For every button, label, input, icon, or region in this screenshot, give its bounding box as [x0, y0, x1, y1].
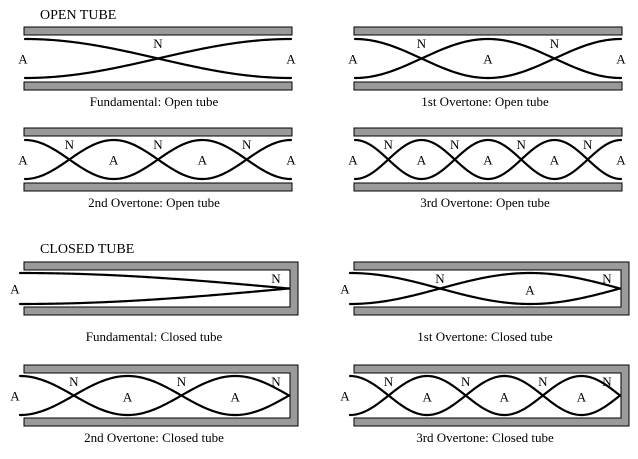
antinode-label: A	[198, 153, 208, 168]
antinode-label: A	[340, 389, 350, 404]
tube-closed-fundamental: A N Fundamental: Closed tube	[10, 261, 299, 344]
antinode-label: A	[18, 52, 28, 67]
closed-tube-wall	[23, 364, 299, 427]
wave-upper-envelope	[18, 271, 291, 290]
tube-caption: 2nd Overtone: Closed tube	[84, 430, 224, 445]
wave-upper-envelope	[18, 374, 291, 417]
node-label: N	[242, 137, 252, 152]
node-label: N	[153, 137, 163, 152]
antinode-label: A	[340, 282, 350, 297]
closed-tube-wall	[353, 261, 630, 316]
antinode-label: A	[286, 153, 296, 168]
tube-caption: 3rd Overtone: Open tube	[420, 195, 550, 210]
node-label: N	[65, 137, 75, 152]
tube-top-wall	[23, 26, 293, 36]
antinode-label: A	[550, 153, 560, 168]
antinode-label: A	[18, 153, 28, 168]
antinode-label: A	[348, 153, 358, 168]
node-label: N	[384, 137, 394, 152]
wave-lower-envelope	[23, 37, 293, 80]
node-label: N	[461, 374, 471, 389]
node-label: N	[69, 374, 79, 389]
wave-lower-envelope	[353, 138, 623, 181]
node-label: N	[583, 137, 593, 152]
antinode-label: A	[525, 283, 535, 298]
wave-lower-envelope	[18, 287, 291, 306]
node-label: N	[271, 271, 281, 286]
antinode-label: A	[483, 52, 493, 67]
open-tube-section-title: OPEN TUBE	[40, 8, 116, 23]
antinode-label: A	[348, 52, 358, 67]
antinode-label: A	[286, 52, 296, 67]
antinode-label: A	[616, 52, 626, 67]
wave-lower-envelope	[23, 138, 293, 181]
node-label: N	[450, 137, 460, 152]
tube-caption: 1st Overtone: Open tube	[421, 94, 549, 109]
closed-tube-section-title: CLOSED TUBE	[40, 242, 134, 257]
tube-bottom-wall	[353, 81, 623, 91]
wave-upper-envelope	[353, 37, 623, 80]
tube-open-2nd-overtone: A A N N N A A 2nd Overtone: Open tube	[18, 127, 296, 210]
tube-open-3rd-overtone: A A N N N N A A A 3rd Overtone: Open tube	[348, 127, 626, 210]
antinode-label: A	[500, 390, 510, 405]
node-label: N	[177, 374, 187, 389]
antinode-label: A	[417, 153, 427, 168]
tube-closed-2nd-overtone: A N N N A A 2nd Overtone: Closed tube	[10, 364, 299, 445]
tube-top-wall	[353, 127, 623, 137]
closed-tube-wall	[353, 364, 630, 427]
tube-open-fundamental: A A N Fundamental: Open tube	[18, 26, 296, 109]
tube-caption: 3rd Overtone: Closed tube	[416, 430, 554, 445]
antinode-label: A	[123, 390, 133, 405]
node-label: N	[271, 374, 281, 389]
antinode-label: A	[10, 282, 20, 297]
tube-top-wall	[353, 26, 623, 36]
node-label: N	[602, 374, 612, 389]
node-label: N	[602, 271, 612, 286]
wave-upper-envelope	[353, 138, 623, 181]
tube-caption: Fundamental: Closed tube	[86, 329, 223, 344]
antinode-label: A	[109, 153, 119, 168]
wave-lower-envelope	[348, 374, 622, 417]
wave-lower-envelope	[348, 271, 622, 306]
antinode-label: A	[616, 153, 626, 168]
wave-lower-envelope	[18, 374, 291, 417]
tube-closed-1st-overtone: A N N A 1st Overtone: Closed tube	[340, 261, 630, 344]
antinode-label: A	[577, 390, 587, 405]
node-label: N	[435, 271, 445, 286]
tube-open-1st-overtone: A A N N A 1st Overtone: Open tube	[348, 26, 626, 109]
node-label: N	[417, 36, 427, 51]
tube-caption: 1st Overtone: Closed tube	[417, 329, 553, 344]
wave-lower-envelope	[353, 37, 623, 80]
antinode-label: A	[231, 390, 241, 405]
node-label: N	[517, 137, 527, 152]
antinode-label: A	[483, 153, 493, 168]
tube-top-wall	[23, 127, 293, 137]
node-label: N	[384, 374, 394, 389]
wave-upper-envelope	[348, 374, 622, 417]
wave-upper-envelope	[348, 271, 622, 306]
tube-caption: 2nd Overtone: Open tube	[88, 195, 220, 210]
antinode-label: A	[10, 389, 20, 404]
node-label: N	[550, 36, 560, 51]
node-label: N	[538, 374, 548, 389]
tube-bottom-wall	[353, 182, 623, 192]
closed-tube-wall	[23, 261, 299, 316]
antinode-label: A	[422, 390, 432, 405]
tube-caption: Fundamental: Open tube	[90, 94, 219, 109]
tube-bottom-wall	[23, 81, 293, 91]
tube-bottom-wall	[23, 182, 293, 192]
node-label: N	[153, 36, 163, 51]
